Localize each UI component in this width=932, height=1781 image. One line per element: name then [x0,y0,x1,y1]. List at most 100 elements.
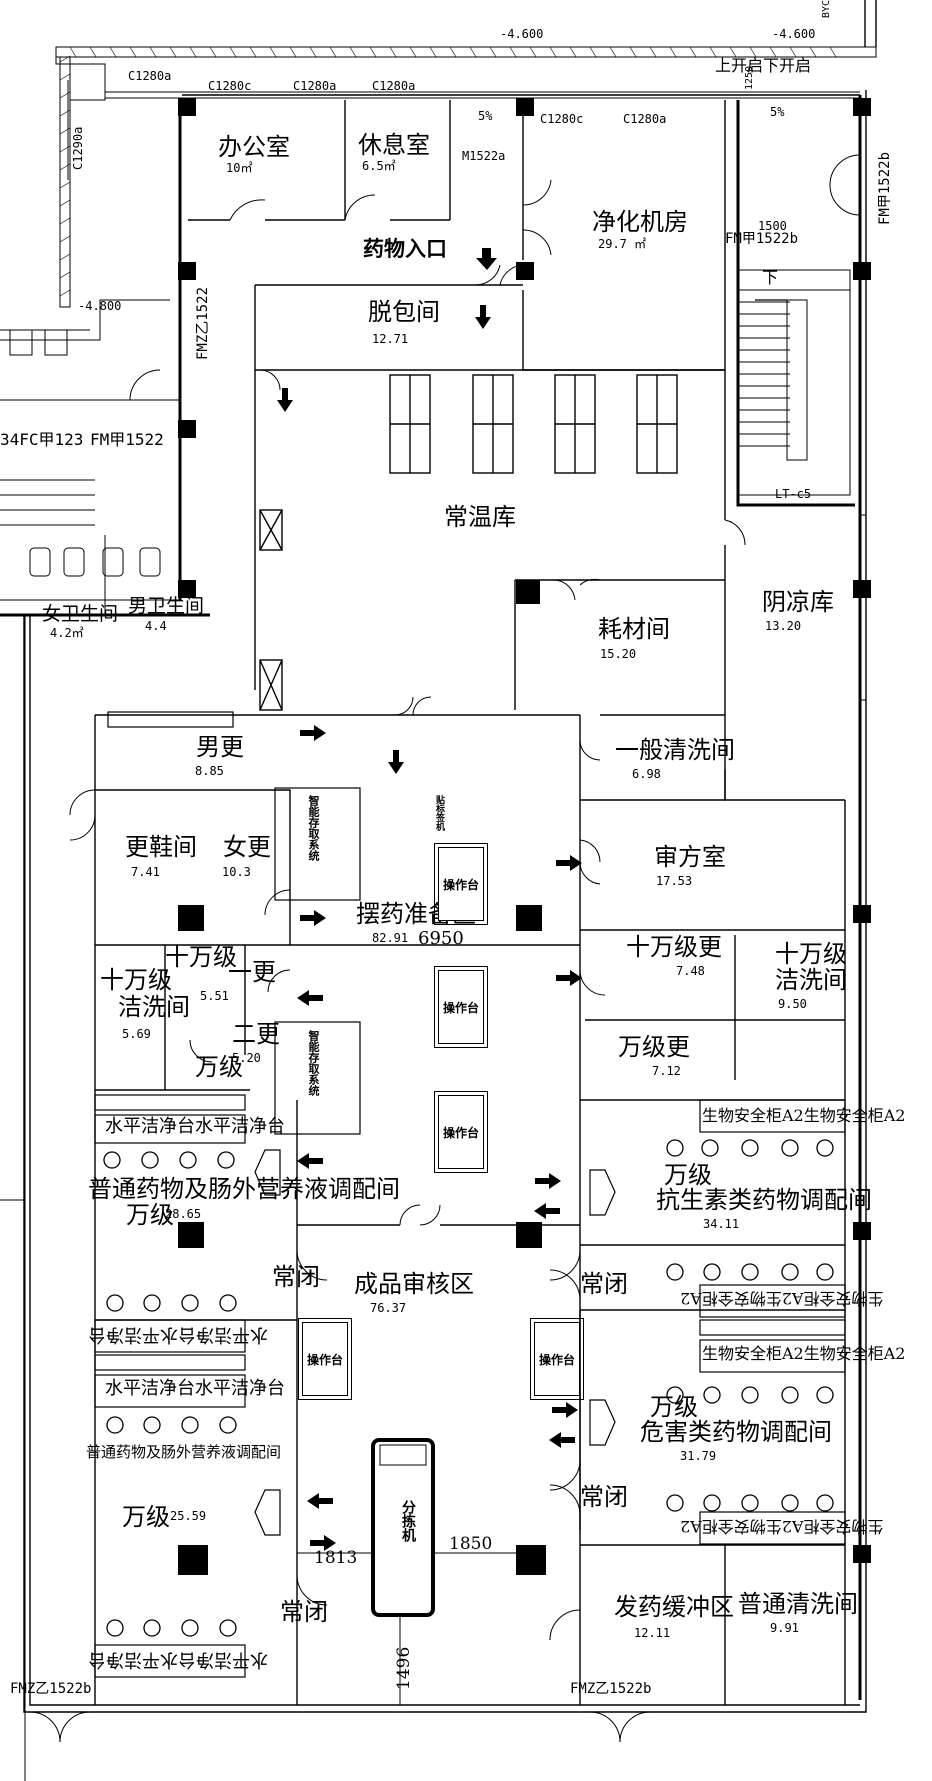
laminar-bench-1: 水平洁净台水平洁净台 [105,1116,285,1137]
room-prescription-name: 审方室 [654,843,726,871]
room-dispense-buffer-name: 发药缓冲区 [614,1593,734,1621]
room-women-change-name: 女更 [223,833,271,861]
room-unpack-name: 脱包间 [368,298,440,326]
laminar-bench-4: 水平洁净台水平洁净台 [88,1649,268,1670]
room-c100k-wash-r-name: 十万级 [775,940,847,968]
operation-bench-3: 操作台 [434,1091,488,1173]
room-purify-name: 净化机房 [592,208,688,236]
room-c100k-change-name: 十万级 [165,943,237,971]
room-women-wc-name: 女卫生间 [42,603,119,625]
left-adjacent-area [0,299,181,1781]
room-men-wc-name: 男卫生间 [128,595,205,617]
cabinet-outlines [94,711,846,1678]
room-consumables-area: 15.20 [600,647,637,661]
columns [178,98,871,1575]
room-men-wc-area: 4.4 [145,619,167,633]
door-code-fm-jia-1522b-2: FM甲1522b [877,151,893,225]
room-cool-store-name: 阴凉库 [762,588,834,616]
room-dispense-buffer-area: 12.11 [634,1626,671,1640]
room-c100k-wash-l-name: 十万级 [100,966,172,994]
room-antibiotic-name: 万级 [664,1161,712,1189]
bio-cabinet-4: 生物安全柜A2生物安全柜A2 [680,1517,884,1536]
label-printer: 贴标签机 [434,795,444,831]
room-c10k-change-r-area: 7.12 [652,1064,681,1078]
room-c100k-change-r-area: 7.48 [676,964,705,978]
level-mark-3: -4.800 [78,299,122,313]
window-code-5: C1280c [540,112,584,126]
window-code-6: C1280a [623,112,667,126]
pass-boxes [254,1149,616,1536]
room-office-area: 10㎡ [226,161,253,175]
flow-arrows [277,248,582,1551]
room-c100k-change-name2: 一更 [228,958,276,986]
room-general-tpn2-name: 普通药物及肠外营养液调配间 [86,1443,282,1461]
stair-down-label: 下 [762,268,779,287]
storage-racks [259,374,678,711]
door-code-fc: 34FC甲123 [0,430,84,449]
door-code-fm-jia-1522b: FM甲1522b [725,231,799,247]
level-mark-2: -4.600 [772,27,816,41]
door-code-fm-yi-1522b-left: FMZ乙1522b [10,1681,92,1697]
room-c10k-change2-area: 5.20 [232,1051,261,1065]
room-rest-name: 休息室 [358,131,430,159]
operation-bench-2: 操作台 [434,966,488,1048]
room-cool-store-area: 13.20 [765,619,802,633]
dim-1850: 1850 [449,1534,493,1554]
window-code-7: C1290a [71,126,85,170]
normally-closed-1: 常闭 [272,1263,320,1291]
room-consumables-name: 耗材间 [598,615,670,643]
normally-closed-4: 常闭 [280,1598,328,1626]
window-code-3: C1280a [293,79,337,93]
dim-1250: 1250 [744,65,755,90]
upper-open-note: 上开启下开启 [715,56,812,75]
room-general-tpn2-area: 25.59 [170,1509,207,1523]
byc-code: BYC [821,0,832,18]
room-c10k-change2-name: 二更 [232,1020,280,1048]
lift-label: LT-c5 [775,487,812,501]
room-general-tpn1-name: 普通药物及肠外营养液调配间 [88,1175,400,1203]
laminar-bench-3: 水平洁净台水平洁净台 [105,1378,285,1399]
bio-cabinet-1: 生物安全柜A2生物安全柜A2 [702,1106,906,1125]
building-outline [23,90,867,1713]
doors [29,154,861,1743]
room-normal-store-name: 常温库 [444,503,516,531]
room-general-tpn1-grade: 万级 [126,1201,174,1229]
dim-6950: 6950 [418,928,464,949]
dim-1813: 1813 [314,1548,358,1568]
bio-cabinet-2: 生物安全柜A2生物安全柜A2 [680,1289,884,1308]
slope-mark-2: 5% [770,105,785,119]
room-office-name: 办公室 [218,133,290,161]
door-code-fm-yi-1522b-right: FMZ乙1522b [570,1681,652,1697]
level-mark-1: -4.600 [500,27,544,41]
room-general-tpn1-area: 28.65 [165,1207,202,1221]
room-c10k-change-r-name: 万级更 [618,1033,690,1061]
room-antibiotic-area: 34.11 [703,1217,740,1231]
room-c100k-change-area: 5.51 [200,989,229,1003]
bio-cabinet-3: 生物安全柜A2生物安全柜A2 [702,1344,906,1363]
room-hazardous-area: 31.79 [680,1449,717,1463]
room-hazardous-name2: 危害类药物调配间 [640,1418,832,1446]
room-prep-area: 82.91 [372,931,409,945]
room-c100k-change-r-name: 十万级更 [626,933,722,961]
room-c100k-wash-r-area: 9.50 [778,997,807,1011]
staircase [737,269,851,496]
room-men-change-name: 男更 [196,733,244,761]
operation-bench-4: 操作台 [298,1318,352,1400]
room-general-clean-area: 9.91 [770,1621,799,1635]
operation-bench-5: 操作台 [530,1318,584,1400]
room-unpack-area: 12.71 [372,332,409,346]
room-hazardous-name: 万级 [650,1393,698,1421]
laminar-bench-2: 水平洁净台水平洁净台 [88,1324,268,1345]
sorter-machine [297,1438,520,1705]
room-general-wash-name: 一般清洗间 [615,736,735,764]
door-code-fm-yi-1522: FMZ乙1522 [195,286,211,360]
room-c100k-wash-l-name2: 洁洗间 [118,993,190,1021]
room-shoe-change-area: 7.41 [131,865,160,879]
upper-partitions [94,100,846,1705]
room-shoe-change-name: 更鞋间 [125,833,197,861]
room-prescription-area: 17.53 [656,874,693,888]
dim-1500: 1500 [758,219,787,233]
normally-closed-2: 常闭 [580,1270,628,1298]
core-walls [0,95,862,1700]
